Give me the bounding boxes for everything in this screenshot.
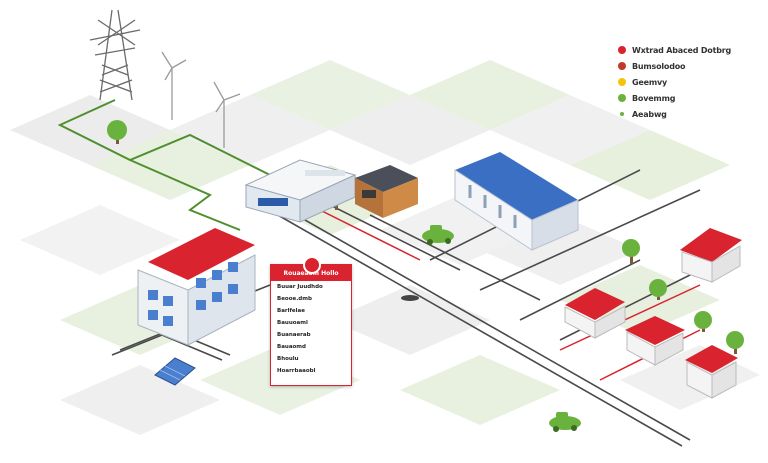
- wind-turbines: [161, 51, 241, 148]
- yellow-dot-icon: [618, 78, 626, 86]
- power-pylon: [89, 9, 141, 101]
- panel-item[interactable]: Bauaomd: [277, 344, 306, 350]
- legend-item: Aeabwg: [618, 106, 764, 122]
- solar-panel: [154, 357, 196, 386]
- legend-item: Wxtrad Abaced Dotbrg: [618, 42, 764, 58]
- legend-item: Bumsolodoo: [618, 58, 764, 74]
- panel-item[interactable]: Hoarrbaaobl: [277, 368, 316, 374]
- road-car: [401, 295, 419, 301]
- electric-cars: [422, 225, 581, 432]
- panel-item[interactable]: Buuar Juudhdo: [277, 284, 323, 290]
- red-roof-houses: [564, 228, 742, 399]
- location-pin-icon: [303, 256, 321, 274]
- legend-label: Bumsolodoo: [632, 61, 686, 71]
- small-green-dot-icon: [620, 112, 624, 116]
- darkred-dot-icon: [618, 62, 626, 70]
- factory-building: [244, 159, 357, 223]
- main-building: [137, 228, 256, 346]
- legend-item: Bovemmg: [618, 90, 764, 106]
- shop-building: [355, 165, 418, 218]
- legend-label: Bovemmg: [632, 93, 676, 103]
- panel-item[interactable]: Bhoulu: [277, 356, 299, 362]
- panel-item[interactable]: Buanaerab: [277, 332, 311, 338]
- legend-label: Geemvy: [632, 77, 667, 87]
- legend-label: Aeabwg: [632, 109, 667, 119]
- map-legend: Wxtrad Abaced Dotbrg Bumsolodoo Geemvy B…: [618, 42, 764, 122]
- panel-item[interactable]: Beooe.dmb: [277, 296, 312, 302]
- legend-item: Geemvy: [618, 74, 764, 90]
- legend-label: Wxtrad Abaced Dotbrg: [632, 45, 732, 55]
- row-houses: [454, 152, 579, 251]
- panel-item[interactable]: Bauuoaml: [277, 320, 308, 326]
- red-dot-icon: [618, 46, 626, 54]
- panel-item[interactable]: Barlfelae: [277, 308, 305, 314]
- green-dot-icon: [618, 94, 626, 102]
